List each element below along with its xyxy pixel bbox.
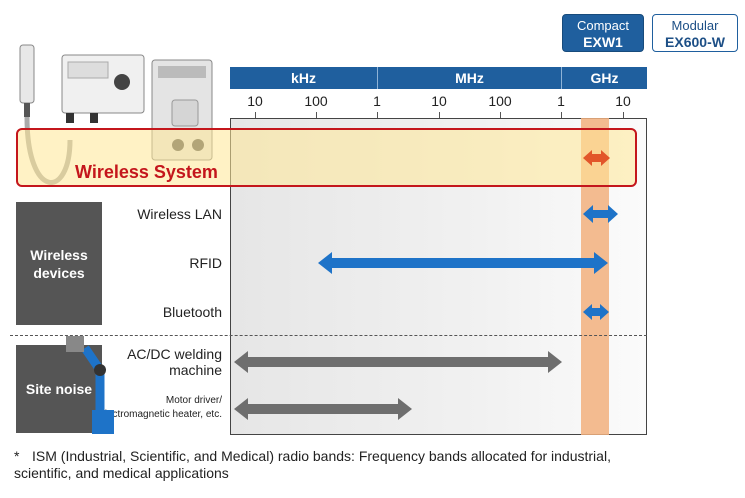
band-ghz: GHz	[562, 67, 647, 89]
compact-unit-icon	[61, 54, 145, 123]
band-khz: kHz	[230, 67, 377, 89]
wireless-lan-arrow	[583, 205, 618, 223]
tick-mark	[439, 112, 440, 119]
tick-label: 10	[431, 93, 447, 109]
bluetooth-arrow	[583, 304, 609, 320]
compact-badge-label: Compact	[576, 18, 630, 33]
modular-badge-model: EX600-W	[665, 34, 725, 50]
wireless-system-label: Wireless System	[75, 162, 218, 182]
row-label-welding-1: AC/DC welding	[127, 346, 222, 362]
tick-mark	[255, 112, 256, 119]
ism-arrow	[583, 150, 610, 166]
rfid-arrow	[318, 252, 608, 274]
tick-mark	[500, 112, 501, 119]
row-label-welding-2: machine	[169, 362, 222, 378]
wireless-system-row	[16, 128, 637, 187]
tick-mark	[377, 112, 378, 119]
group-wireless-devices: Wireless devices	[16, 202, 102, 325]
row-label-motor-2: Electromagnetic heater, etc.	[98, 409, 222, 420]
footnote: *ISM (Industrial, Scientific, and Medica…	[14, 448, 654, 482]
modular-badge-label: Modular	[671, 18, 719, 33]
tick-label: 10	[615, 93, 631, 109]
compact-badge-model: EXW1	[583, 34, 623, 50]
tick-label: 100	[304, 93, 328, 109]
welding-noise-arrow	[234, 351, 562, 373]
modular-badge: Modular EX600-W	[652, 14, 738, 52]
tick-label: 1	[557, 93, 565, 109]
band-separator	[377, 67, 378, 89]
footnote-text: ISM (Industrial, Scientific, and Medical…	[14, 448, 611, 481]
robot-arm-icon	[66, 336, 114, 434]
tick-mark	[561, 112, 562, 119]
row-label-bluetooth: Bluetooth	[162, 304, 222, 320]
tick-label: 100	[488, 93, 512, 109]
motor-noise-arrow	[234, 398, 412, 420]
tick-label: 1	[373, 93, 381, 109]
section-divider	[10, 335, 647, 336]
band-separator	[561, 67, 562, 89]
band-mhz: MHz	[378, 67, 561, 89]
row-label-rfid: RFID	[189, 255, 222, 271]
footnote-mark: *	[14, 448, 20, 464]
row-label-wireless-lan: Wireless LAN	[137, 206, 222, 222]
tick-mark	[623, 112, 624, 119]
compact-badge: Compact EXW1	[562, 14, 644, 52]
tick-label: 10	[247, 93, 263, 109]
tick-mark	[316, 112, 317, 119]
row-label-motor-1: Motor driver/	[165, 395, 222, 406]
